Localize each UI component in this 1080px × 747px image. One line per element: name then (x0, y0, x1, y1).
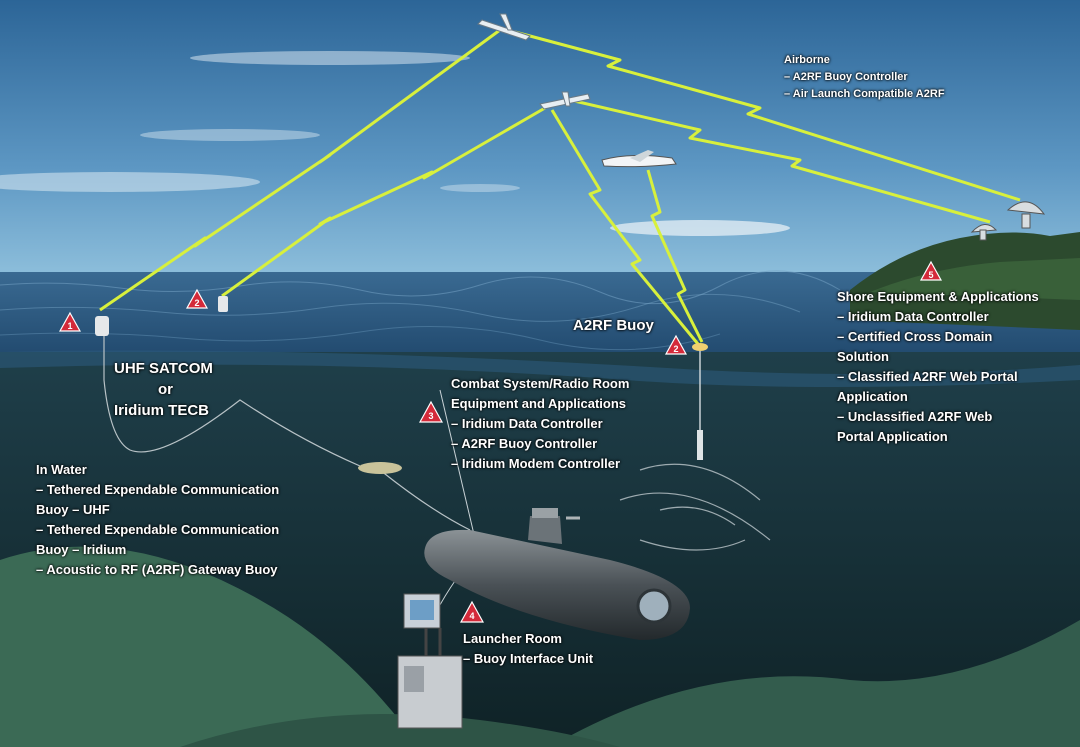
shore-label: Shore Equipment & Applications – Iridium… (837, 287, 1039, 447)
seafloor-hill (0, 546, 420, 747)
cloud (0, 172, 260, 192)
marker-3: 3 (428, 411, 434, 421)
in-water-item: Buoy – UHF (36, 502, 110, 517)
comm-links (99, 28, 1021, 345)
marker-5: 5 (928, 270, 934, 280)
shore-title: Shore Equipment & Applications (837, 289, 1039, 304)
marker-1: 1 (67, 321, 73, 331)
satellite-dish (970, 201, 1046, 241)
airborne-item: – Air Launch Compatible A2RF (784, 88, 945, 100)
a2rf-buoy-label: A2RF Buoy (573, 317, 654, 334)
cloud (190, 51, 470, 65)
shore-item: – Classified A2RF Web Portal (837, 369, 1018, 384)
a2rf-buoy (692, 343, 708, 351)
launcher-equipment (397, 593, 463, 729)
combat-item: – A2RF Buoy Controller (451, 436, 598, 451)
airborne-label: Airborne – A2RF Buoy Controller – Air La… (784, 52, 945, 103)
expendable-buoy (358, 462, 402, 474)
in-water-item: – Tethered Expendable Communication (36, 522, 280, 537)
combat-item: – Iridium Data Controller (451, 416, 603, 431)
airborne-item: – A2RF Buoy Controller (784, 71, 908, 83)
warning-marker (58, 260, 943, 623)
cloud (140, 129, 320, 141)
in-water-item: Buoy – Iridium (36, 542, 127, 557)
combat-system-label: Combat System/Radio Room Equipment and A… (451, 374, 629, 474)
marker-buoy-2: 2 (194, 298, 200, 308)
buoy-uhf (95, 316, 109, 336)
seafloor-hill (550, 620, 1080, 747)
submarine (424, 508, 690, 640)
aircraft-high (477, 13, 531, 41)
shore-item: – Iridium Data Controller (837, 309, 989, 324)
buoy-iridium (218, 296, 228, 312)
marker-4: 4 (469, 611, 475, 621)
uhf-satcom-label: UHF SATCOM or Iridium TECB (114, 360, 213, 419)
shore-item: – Certified Cross Domain (837, 329, 993, 344)
aircraft-p8 (601, 150, 677, 168)
shore-item: Portal Application (837, 429, 948, 444)
in-water-label: In Water – Tethered Expendable Communica… (36, 460, 279, 580)
shore-item: Application (837, 389, 908, 404)
in-water-item: – Tethered Expendable Communication (36, 482, 280, 497)
airborne-title: Airborne (784, 54, 830, 66)
acoustic-waves (619, 463, 771, 551)
sky (0, 0, 1080, 280)
cloud (610, 220, 790, 236)
marker-2: 2 (673, 344, 679, 354)
aircraft-mid (539, 91, 591, 110)
shore-item: – Unclassified A2RF Web (837, 409, 993, 424)
shore-item: Solution (837, 349, 889, 364)
combat-item: – Iridium Modem Controller (451, 456, 621, 471)
cloud (440, 184, 520, 192)
in-water-item: – Acoustic to RF (A2RF) Gateway Buoy (36, 562, 278, 577)
launcher-room-label: Launcher Room – Buoy Interface Unit (463, 631, 594, 666)
